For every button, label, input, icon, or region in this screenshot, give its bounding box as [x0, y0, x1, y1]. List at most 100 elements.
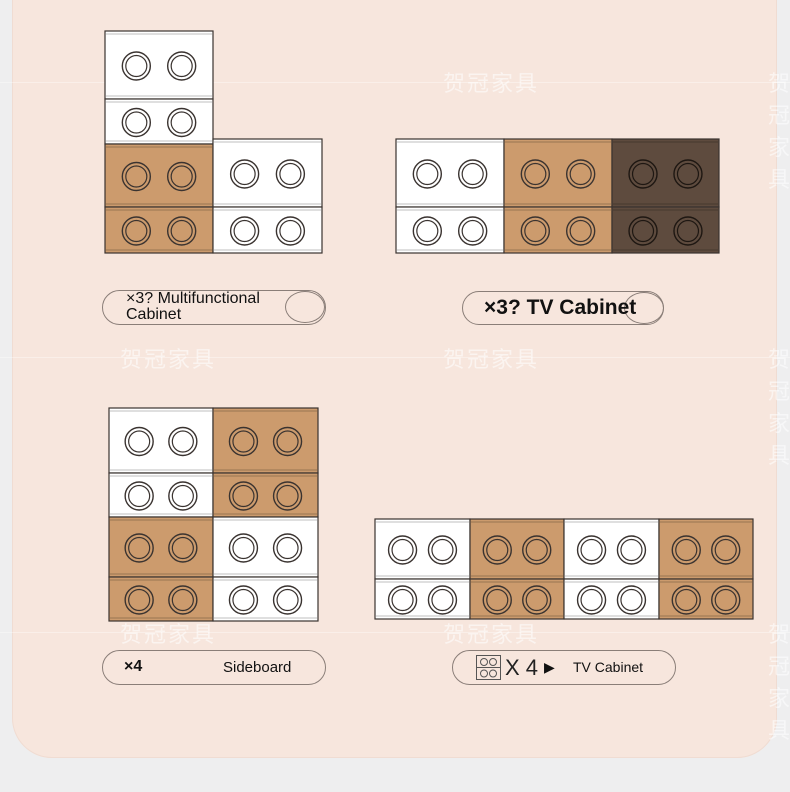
- drawer-handle: [520, 159, 551, 189]
- drawer-handle: [228, 426, 259, 457]
- drawer-handle: [228, 585, 259, 615]
- drawer-handle: [272, 481, 303, 511]
- multifunctional-cabinet-text: ×3? Multifunctional Cabinet: [126, 290, 260, 323]
- drawer-module: [563, 578, 660, 620]
- watermark-line: [0, 632, 790, 633]
- drawer-handle: [121, 161, 152, 192]
- drawer-handle: [168, 481, 198, 511]
- drawer-handle: [711, 585, 741, 615]
- label-knob: [285, 291, 325, 323]
- drawer-handle: [628, 159, 658, 189]
- drawer-handle: [412, 159, 443, 189]
- drawer-handle: [272, 585, 303, 615]
- watermark: 贺冠家具: [768, 72, 790, 193]
- drawer-handle: [168, 426, 198, 457]
- drawer-module: [395, 206, 505, 254]
- drawer-handle: [427, 535, 458, 565]
- drawer-icon: [476, 655, 501, 680]
- drawer-module: [611, 206, 720, 254]
- drawer-handle: [166, 216, 197, 246]
- drawer-module: [108, 407, 214, 474]
- drawer-module: [104, 98, 214, 145]
- drawer-handle: [275, 159, 306, 189]
- tv-cabinet-long-count: X 4: [505, 655, 539, 680]
- drawer-handle: [166, 161, 197, 192]
- drawer-handle: [565, 159, 596, 189]
- drawer-module: [469, 578, 565, 620]
- drawer-handle: [565, 216, 596, 246]
- drawer-handle: [124, 533, 154, 563]
- drawer-module: [212, 576, 319, 622]
- drawer-handle: [673, 216, 703, 246]
- watermark: 贺冠家具: [120, 348, 217, 373]
- watermark: 贺冠家具: [443, 72, 540, 97]
- drawer-handle: [168, 533, 198, 563]
- watermark: 贺冠家具: [768, 348, 790, 469]
- drawer-module: [212, 472, 319, 518]
- drawer-handle: [121, 51, 152, 81]
- watermark: 贺冠家具: [768, 623, 790, 744]
- drawer-handle: [166, 51, 197, 81]
- drawer-handle: [121, 216, 152, 246]
- drawer-module: [658, 578, 754, 620]
- tv-cabinet-long-label: [452, 650, 676, 685]
- drawer-handle: [387, 535, 418, 565]
- drawer-handle: [412, 216, 443, 246]
- watermark-line: [0, 82, 790, 83]
- drawer-module: [563, 518, 660, 580]
- drawer-module: [104, 30, 214, 100]
- drawer-module: [611, 138, 720, 208]
- drawer-handle: [482, 585, 512, 615]
- drawer-handle: [616, 535, 647, 565]
- watermark: 贺冠家具: [443, 623, 540, 648]
- drawer-handle: [272, 533, 303, 563]
- drawer-handle: [124, 426, 154, 457]
- drawer-handle: [671, 585, 701, 615]
- drawer-module: [374, 518, 471, 580]
- drawer-module: [658, 518, 754, 580]
- drawer-handle: [168, 585, 198, 615]
- drawer-handle: [228, 533, 259, 563]
- drawer-handle: [522, 585, 552, 615]
- drawer-handle: [272, 426, 303, 457]
- drawer-handle: [229, 216, 260, 246]
- multifunctional-cabinet-label: [102, 290, 326, 325]
- drawer-handle: [387, 585, 418, 615]
- drawer-module: [104, 143, 214, 208]
- drawer-handle: [482, 535, 512, 565]
- drawer-handle: [576, 585, 607, 615]
- drawer-handle: [616, 585, 647, 615]
- drawer-module: [212, 407, 319, 474]
- sideboard-count: ×4: [124, 658, 143, 675]
- watermark: 贺冠家具: [120, 623, 217, 648]
- tv-cabinet-text: ×3? TV Cabinet: [484, 296, 637, 319]
- drawer-handle: [124, 585, 154, 615]
- drawer-handle: [228, 481, 259, 511]
- drawer-handle: [457, 216, 488, 246]
- label-knob: [624, 292, 664, 324]
- drawer-handle: [121, 107, 152, 138]
- watermark-line: [0, 357, 790, 358]
- drawer-handle: [275, 216, 306, 246]
- drawer-handle: [229, 159, 260, 189]
- watermark: 贺冠家具: [443, 348, 540, 373]
- sideboard-name: Sideboard: [223, 659, 292, 676]
- drawer-handle: [576, 535, 607, 565]
- drawer-module: [108, 576, 214, 622]
- arrow-right-icon: ▶: [544, 659, 555, 675]
- drawer-handle: [628, 216, 658, 246]
- sideboard-label: [102, 650, 326, 685]
- drawer-handle: [520, 216, 551, 246]
- drawer-module: [374, 578, 471, 620]
- drawer-handle: [522, 535, 552, 565]
- drawer-handle: [711, 535, 741, 565]
- drawer-handle: [124, 481, 154, 511]
- drawer-handle: [673, 159, 703, 189]
- drawer-module: [108, 472, 214, 518]
- tv-cabinet-long-name: TV Cabinet: [573, 659, 644, 675]
- drawer-handle: [671, 535, 701, 565]
